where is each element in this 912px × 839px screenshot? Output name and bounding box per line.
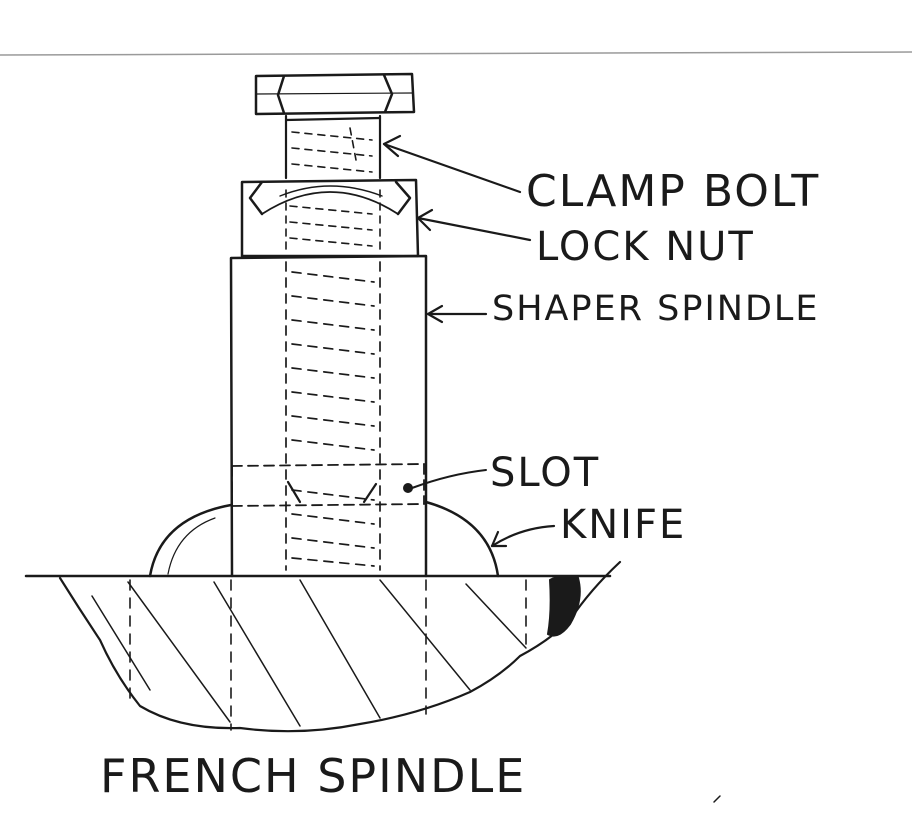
label-slot: SLOT (490, 450, 600, 496)
french-spindle-base-outline (58, 560, 622, 733)
label-lock-nut: LOCK NUT (536, 224, 755, 270)
label-knife: KNIFE (560, 502, 686, 548)
label-french-spindle: FRENCH SPINDLE (100, 749, 526, 803)
stray-mark (713, 795, 721, 803)
label-shaper-spindle: SHAPER SPINDLE (492, 289, 820, 329)
clamp-bolt-head (254, 72, 416, 116)
paper-edge-line (0, 51, 912, 56)
base-hidden-lines (129, 579, 527, 731)
knife-blade (148, 500, 500, 578)
break-shading-mark (546, 575, 581, 637)
label-clamp-bolt: CLAMP BOLT (526, 166, 820, 217)
leader-clamp-bolt (382, 134, 522, 194)
shaper-spindle-body (229, 254, 428, 578)
clamp-bolt-shank (284, 114, 382, 180)
spindle-thread-bore (285, 261, 381, 571)
leader-lock-nut (416, 208, 532, 242)
section-hatching (91, 579, 527, 727)
leader-knife (490, 524, 556, 548)
slot-outline (231, 463, 425, 507)
lock-nut (240, 178, 420, 258)
leader-shaper-spindle (426, 304, 488, 324)
leader-slot (403, 469, 487, 493)
slot-knife-edges (286, 480, 378, 504)
